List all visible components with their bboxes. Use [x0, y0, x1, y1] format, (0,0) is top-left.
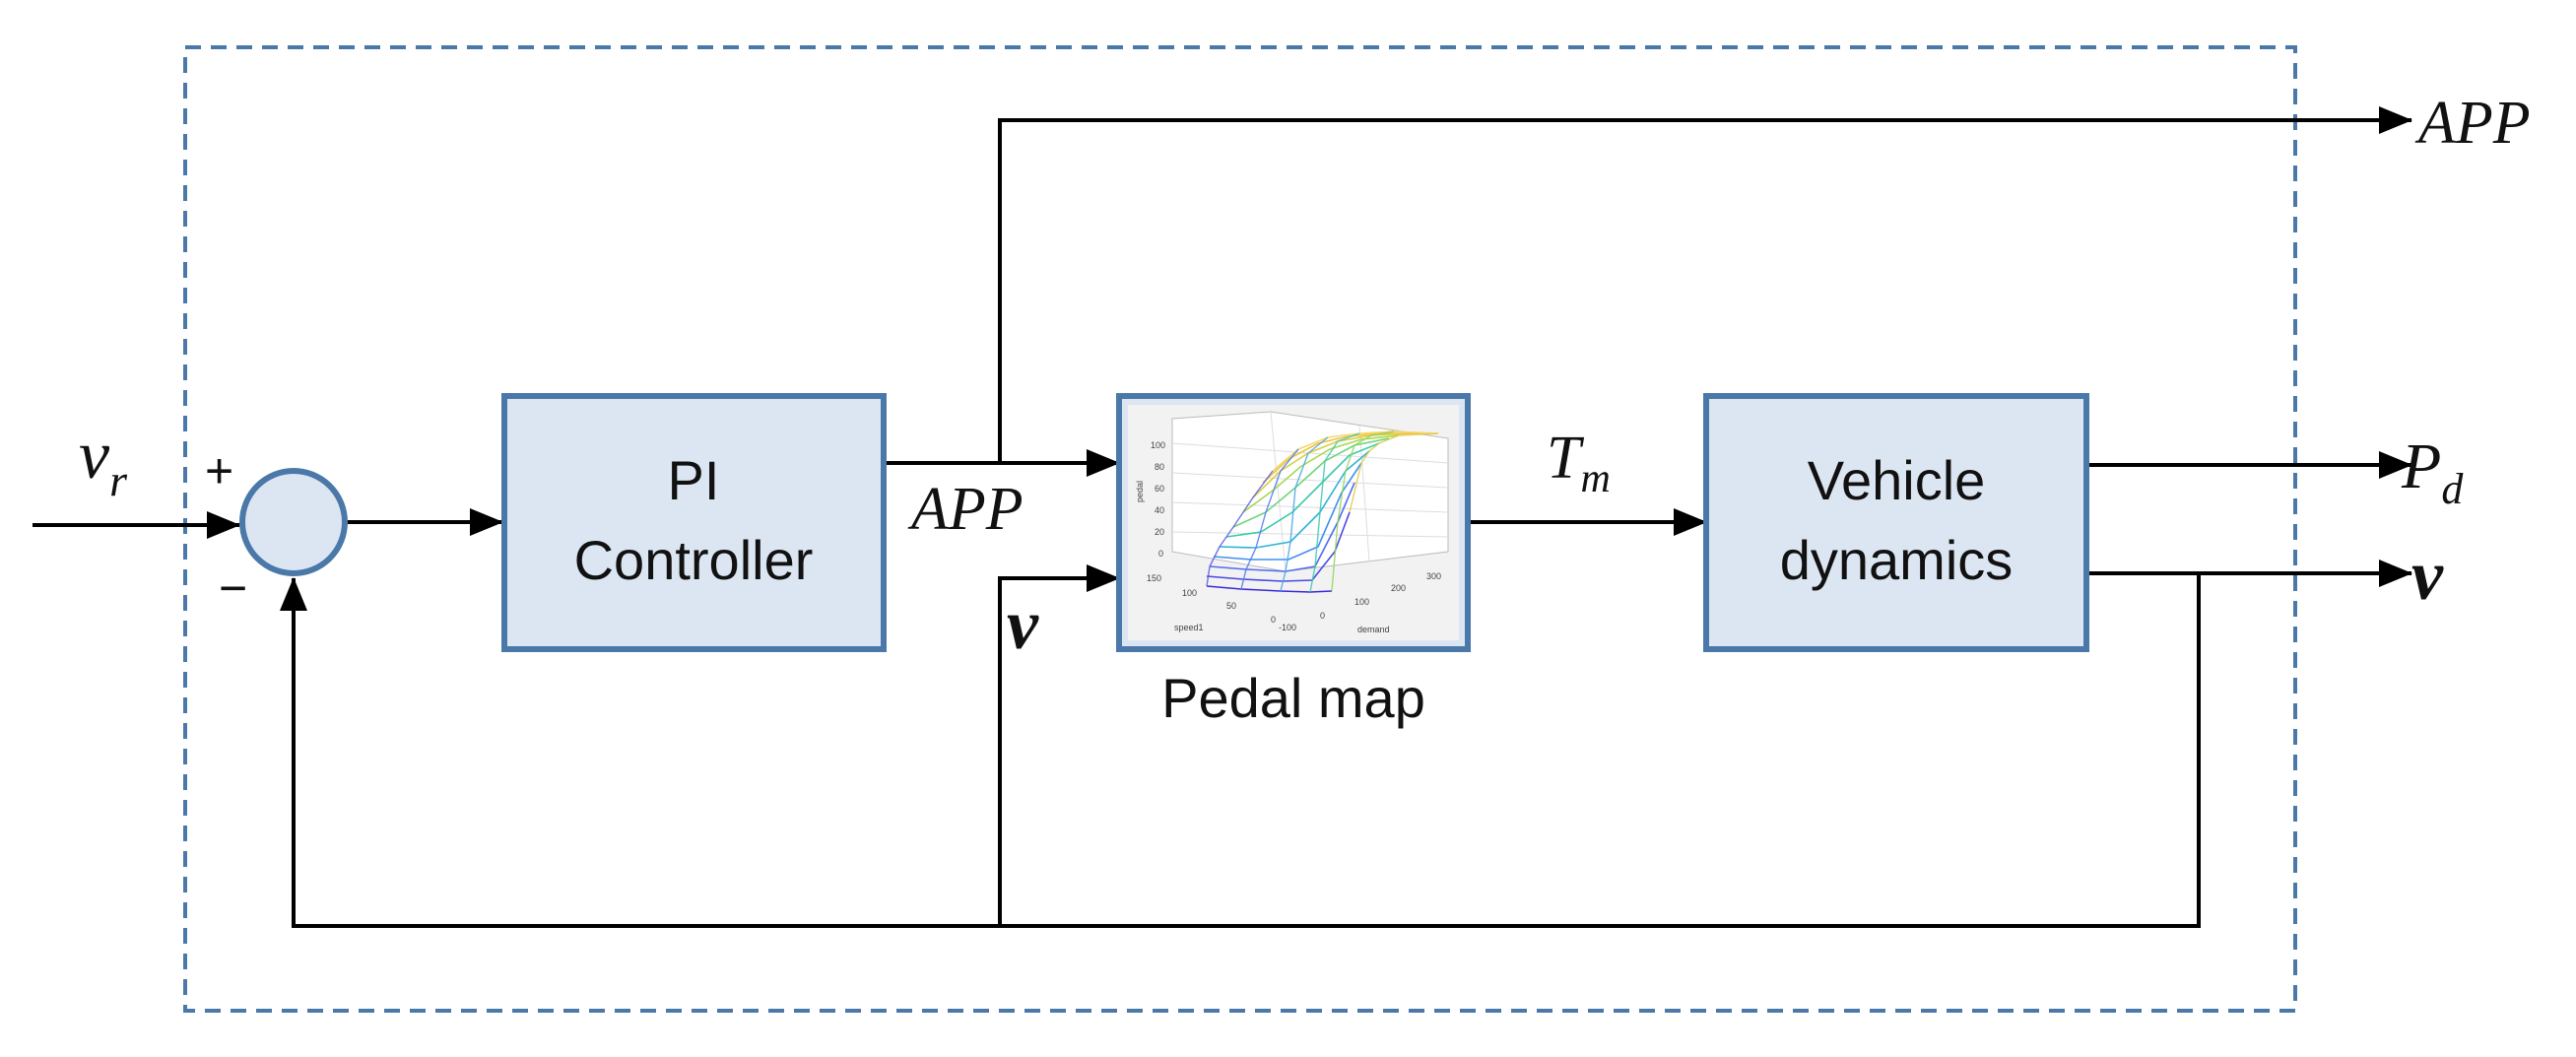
app-internal-label: APP [907, 476, 1024, 543]
speed-tick-150: 150 [1147, 573, 1161, 583]
feedback-line [280, 573, 2201, 928]
v-internal-label: v [1007, 585, 1039, 664]
demand-axis-label: demand [1357, 625, 1390, 634]
pd-base: P [2401, 430, 2441, 502]
speed-tick-100: 100 [1182, 588, 1197, 598]
z-tick-60: 60 [1155, 484, 1164, 494]
demand-tick-200: 200 [1391, 583, 1406, 593]
pedal-map-caption: Pedal map [1161, 667, 1425, 729]
z-tick-0: 0 [1158, 549, 1163, 559]
pedal-map-surface-plot: 100 80 60 40 20 0 pedal 150 100 50 0 spe… [1135, 411, 1449, 634]
pd-label: Pd [2401, 430, 2464, 513]
minus-sign: − [219, 561, 247, 616]
v-output-label: v [2411, 536, 2444, 615]
pedal-map-block: 100 80 60 40 20 0 pedal 150 100 50 0 spe… [1116, 393, 1471, 729]
input-vr-base: v [79, 418, 110, 494]
pi-label-line2: Controller [574, 529, 814, 591]
system-boundary-frame [183, 45, 2297, 1013]
speed-axis-label: speed1 [1174, 623, 1204, 632]
demand-tick-300: 300 [1426, 571, 1441, 581]
app-branch-line [998, 106, 2412, 463]
vehicle-label-line2: dynamics [1780, 529, 2014, 591]
z-tick-40: 40 [1155, 505, 1164, 515]
speed-tick-50: 50 [1226, 601, 1236, 611]
demand-tick-100: 100 [1354, 597, 1369, 607]
z-axis-label: pedal [1135, 481, 1145, 502]
input-vr-sub: r [109, 455, 128, 505]
speed-tick-0: 0 [1271, 615, 1276, 625]
demand-tick-neg100: -100 [1279, 623, 1296, 632]
plus-sign: + [205, 443, 233, 498]
app-output-label: APP [2414, 90, 2531, 157]
signal-lines [33, 106, 2412, 928]
vehicle-dynamics-block: Vehicle dynamics [1703, 393, 2089, 652]
pi-label-line1: PI [668, 449, 720, 511]
pd-sub: d [2441, 465, 2464, 513]
signal-labels: vr APP APP v Tm Pd v [79, 90, 2531, 664]
vehicle-label-line1: Vehicle [1808, 449, 1986, 511]
pi-controller-block: PI Controller [501, 393, 887, 652]
v-to-pedal-line [998, 564, 1120, 926]
tm-base: T [1547, 425, 1585, 492]
tm-sub: m [1580, 456, 1610, 501]
summing-junction: + − [205, 443, 348, 616]
z-tick-100: 100 [1151, 440, 1165, 450]
demand-tick-0: 0 [1320, 611, 1325, 621]
input-vr-label: vr [79, 418, 128, 505]
z-tick-20: 20 [1155, 527, 1164, 537]
z-tick-80: 80 [1155, 462, 1164, 472]
tm-label: Tm [1547, 425, 1611, 501]
